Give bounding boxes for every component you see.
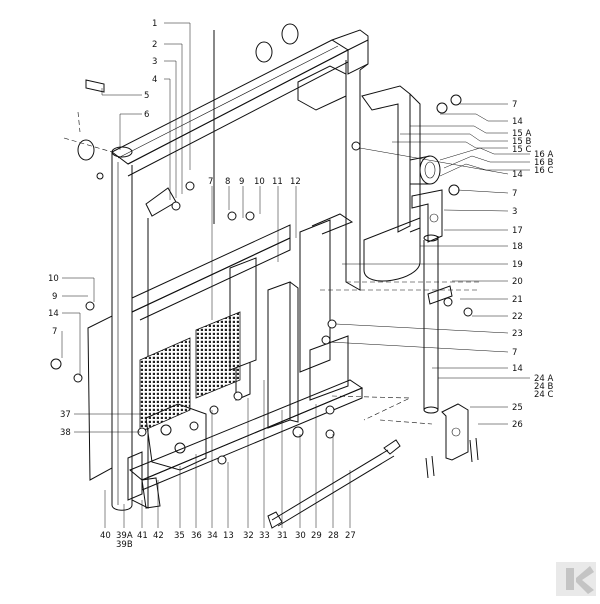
callout-label: 14: [512, 117, 523, 127]
callouts-right: 7 14 15 A 15 B 15 C 16 A 16 B 16 C 14 7 …: [512, 100, 554, 430]
callout-label: 9: [239, 177, 244, 187]
exploded-guide-lines: [63, 111, 480, 425]
callout-label: 15 B: [512, 137, 532, 147]
callout-label: 36: [191, 531, 202, 541]
callout-label: 35: [174, 531, 185, 541]
callout-label: 37: [60, 410, 71, 420]
callout-label: 14: [512, 170, 523, 180]
callout-label: 41: [137, 531, 148, 541]
callout-label: 10: [48, 274, 59, 284]
callout-label: 29: [311, 531, 322, 541]
callout-label: 16 C: [534, 166, 554, 176]
callout-label: 32: [243, 531, 254, 541]
callout-label: 23: [512, 329, 523, 339]
callout-label: 7: [512, 348, 517, 358]
callout-label: 27: [345, 531, 356, 541]
callouts-mid: 7 8 9 10 11 12: [208, 177, 301, 187]
callout-label: 39B: [116, 540, 133, 550]
callout-label: 24 B: [534, 382, 554, 392]
callout-label: 19: [512, 260, 523, 270]
callout-label: 7: [52, 327, 57, 337]
callout-label: 7: [208, 177, 213, 187]
callout-label: 24 C: [534, 390, 554, 400]
callout-label: 26: [512, 420, 523, 430]
callout-label: 12: [290, 177, 301, 187]
callouts-left: 10 9 14 7 37 38: [48, 274, 71, 438]
callout-label: 24 A: [534, 374, 554, 384]
callout-label: 39A: [116, 531, 133, 541]
callout-label: 11: [272, 177, 283, 187]
callout-label: 16 A: [534, 150, 554, 160]
callout-label: 1: [152, 19, 157, 29]
callout-label: 15 C: [512, 145, 532, 155]
callout-label: 6: [144, 110, 149, 120]
callout-leader-lines: [61, 22, 530, 528]
callout-label: 13: [223, 531, 234, 541]
mast-frame: [87, 29, 369, 511]
callout-label: 8: [225, 177, 230, 187]
callout-label: 38: [60, 428, 71, 438]
callout-label: 28: [328, 531, 339, 541]
callout-label: 14: [48, 309, 59, 319]
callouts-top: 1 2 3 4 5 6: [144, 19, 157, 120]
callout-label: 3: [512, 207, 517, 217]
callout-label: 18: [512, 242, 523, 252]
callout-label: 20: [512, 277, 523, 287]
callout-label: 21: [512, 295, 523, 305]
callout-label: 33: [259, 531, 270, 541]
callout-label: 14: [512, 364, 523, 374]
callout-label: 4: [152, 75, 157, 85]
callout-label: 22: [512, 312, 523, 322]
callout-label: 15 A: [512, 129, 532, 139]
callout-label: 5: [144, 91, 149, 101]
callout-label: 7: [512, 100, 517, 110]
callout-label: 10: [254, 177, 265, 187]
callout-label: 9: [52, 292, 57, 302]
callouts-bottom: 40 39A 39B 41 42 35 36 34 13 32 33 31 30…: [100, 531, 356, 550]
callout-label: 31: [277, 531, 288, 541]
exploded-right-assembly: [50, 23, 479, 529]
callout-label: 34: [207, 531, 218, 541]
callout-label: 17: [512, 226, 523, 236]
callout-label: 40: [100, 531, 111, 541]
callout-label: 3: [152, 57, 157, 67]
callout-label: 25: [512, 403, 523, 413]
kramp-logo: [556, 562, 596, 596]
callout-label: 7: [512, 189, 517, 199]
callout-label: 16 B: [534, 158, 554, 168]
callout-label: 2: [152, 40, 157, 50]
callout-label: 42: [153, 531, 164, 541]
callout-label: 30: [295, 531, 306, 541]
